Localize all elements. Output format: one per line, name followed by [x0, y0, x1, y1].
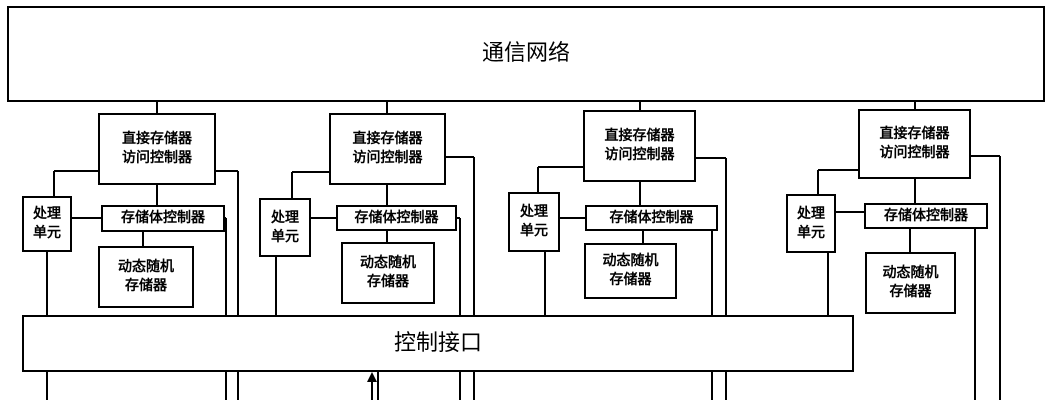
dma-controller-1-label: 直接存储器 访问控制器 [122, 131, 192, 166]
processing-unit-3-label: 处理 单元 [520, 204, 548, 239]
input-arrow-icon [367, 372, 377, 382]
dma-controller-4: 直接存储器 访问控制器 [858, 109, 971, 179]
dram-2-label: 动态随机 存储器 [360, 255, 416, 290]
processing-unit-2: 处理 单元 [259, 198, 311, 257]
dram-2: 动态随机 存储器 [341, 242, 435, 304]
communication-network-label: 通信网络 [481, 41, 570, 67]
control-interface-label: 控制接口 [393, 330, 482, 356]
dma-controller-2: 直接存储器 访问控制器 [329, 113, 446, 185]
processing-unit-1-label: 处理 单元 [33, 206, 61, 241]
processing-unit-2-label: 处理 单元 [271, 209, 299, 245]
dma-controller-3-label: 直接存储器 访问控制器 [604, 128, 675, 163]
memory-bank-controller-3-label: 存储体控制器 [609, 209, 694, 226]
communication-network: 通信网络 [7, 6, 1045, 102]
processing-unit-1: 处理 单元 [22, 196, 72, 252]
memory-bank-controller-1-label: 存储体控制器 [121, 210, 205, 227]
dram-3: 动态随机 存储器 [584, 243, 677, 299]
memory-bank-controller-2: 存储体控制器 [336, 205, 457, 231]
control-interface: 控制接口 [22, 315, 854, 372]
dma-controller-3: 直接存储器 访问控制器 [583, 110, 696, 182]
memory-bank-controller-4: 存储体控制器 [864, 203, 988, 229]
dram-1-label: 动态随机 存储器 [118, 259, 174, 294]
processing-unit-4: 处理 单元 [786, 194, 836, 253]
dram-1: 动态随机 存储器 [98, 246, 194, 308]
dram-4-label: 动态随机 存储器 [882, 265, 939, 300]
memory-bank-controller-1: 存储体控制器 [101, 205, 225, 232]
dram-3-label: 动态随机 存储器 [602, 253, 659, 288]
dma-controller-4-label: 直接存储器 访问控制器 [879, 126, 950, 161]
memory-bank-controller-3: 存储体控制器 [585, 205, 718, 231]
dma-controller-2-label: 直接存储器 访问控制器 [352, 131, 423, 166]
memory-bank-controller-2-label: 存储体控制器 [354, 209, 439, 226]
dram-4: 动态随机 存储器 [865, 252, 956, 314]
dma-controller-1: 直接存储器 访问控制器 [98, 113, 216, 185]
processing-unit-4-label: 处理 单元 [797, 205, 825, 241]
memory-bank-controller-4-label: 存储体控制器 [884, 207, 968, 224]
processing-unit-3: 处理 单元 [508, 192, 560, 252]
